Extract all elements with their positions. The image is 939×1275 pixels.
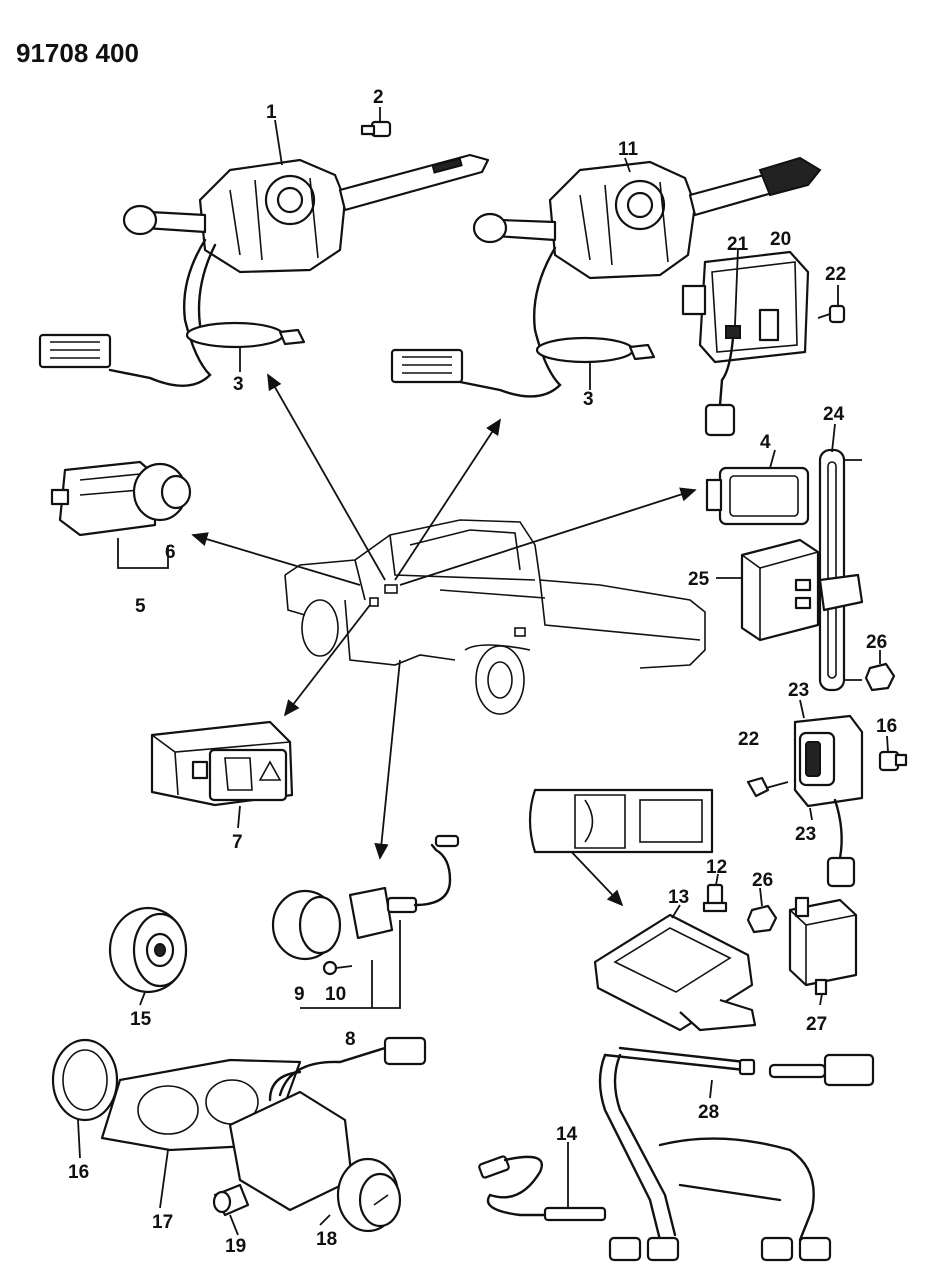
callout-20: 20: [770, 229, 791, 250]
switch-assembly-icon: [793, 714, 864, 888]
callout-14: 14: [556, 1124, 578, 1145]
screw-3-icon: [746, 776, 789, 798]
sensor-icon: [478, 1155, 607, 1222]
socket-icon: [300, 834, 460, 1009]
callout-24: 24: [823, 404, 845, 425]
combination-switch-icon: [38, 153, 490, 388]
callout-2: 2: [373, 87, 384, 108]
callout-23a: 23: [788, 680, 809, 701]
callout-labels: 1 2 3 3 4 5 6 7 8 9 10 11 12 13 14 15 16…: [68, 87, 897, 1257]
callout-26a: 26: [866, 632, 887, 653]
callout-25: 25: [688, 569, 710, 590]
callout-19: 19: [225, 1236, 246, 1257]
nut-icon: [864, 662, 896, 692]
bolt-icon: [702, 883, 728, 913]
callout-28: 28: [698, 1102, 719, 1123]
pilot-lamp-icon: [705, 466, 810, 526]
callout-12: 12: [706, 857, 727, 878]
clip-icon: [878, 750, 908, 772]
leader-arrows: [191, 373, 697, 907]
truck-illustration: [284, 519, 706, 715]
callout-1: 1: [266, 102, 277, 123]
dimmer-switch-icon: [50, 460, 192, 569]
bulb-icon: [212, 1183, 250, 1217]
callout-6: 6: [165, 542, 176, 563]
screw-4-icon: [322, 960, 353, 976]
screw-2-icon: [817, 285, 846, 324]
horn-pad-icon: [271, 889, 342, 961]
relay-icon: [788, 896, 858, 996]
callout-4: 4: [760, 432, 771, 453]
callout-26b: 26: [752, 870, 773, 891]
callout-15: 15: [130, 1009, 152, 1030]
callout-8: 8: [345, 1029, 356, 1050]
harness-icon: [598, 1046, 875, 1262]
bracket-icon: [818, 448, 864, 692]
callout-5: 5: [135, 596, 146, 617]
control-module-icon: [593, 913, 757, 1032]
callout-9: 9: [294, 984, 305, 1005]
knob-icon: [108, 906, 188, 994]
callout-10: 10: [325, 984, 346, 1005]
cigar-lighter-icon: [228, 1036, 427, 1233]
callout-17: 17: [152, 1212, 173, 1233]
callout-11: 11: [618, 139, 639, 160]
callout-16a: 16: [68, 1162, 89, 1183]
callout-21: 21: [727, 234, 749, 255]
screw-icon: [360, 107, 392, 138]
callout-13: 13: [668, 887, 689, 908]
callout-22a: 22: [825, 264, 846, 285]
combination-switch-2-icon: [390, 156, 822, 398]
ring-icon: [51, 1038, 119, 1122]
callout-3b: 3: [583, 389, 594, 410]
diagram-code: 91708 400: [16, 38, 139, 68]
callout-27: 27: [806, 1014, 827, 1035]
callout-7: 7: [232, 832, 243, 853]
callout-22b: 22: [738, 729, 759, 750]
truck-top-view-icon: [528, 788, 714, 854]
callout-leaders: [77, 119, 889, 1236]
callout-3a: 3: [233, 374, 244, 395]
relay-box-icon: [740, 538, 820, 642]
control-unit-icon: [681, 250, 810, 437]
hazard-switch-icon: [150, 720, 294, 807]
nut-2-icon: [746, 904, 778, 934]
callout-16b: 16: [876, 716, 897, 737]
callout-18: 18: [316, 1229, 337, 1250]
callout-23b: 23: [795, 824, 816, 845]
